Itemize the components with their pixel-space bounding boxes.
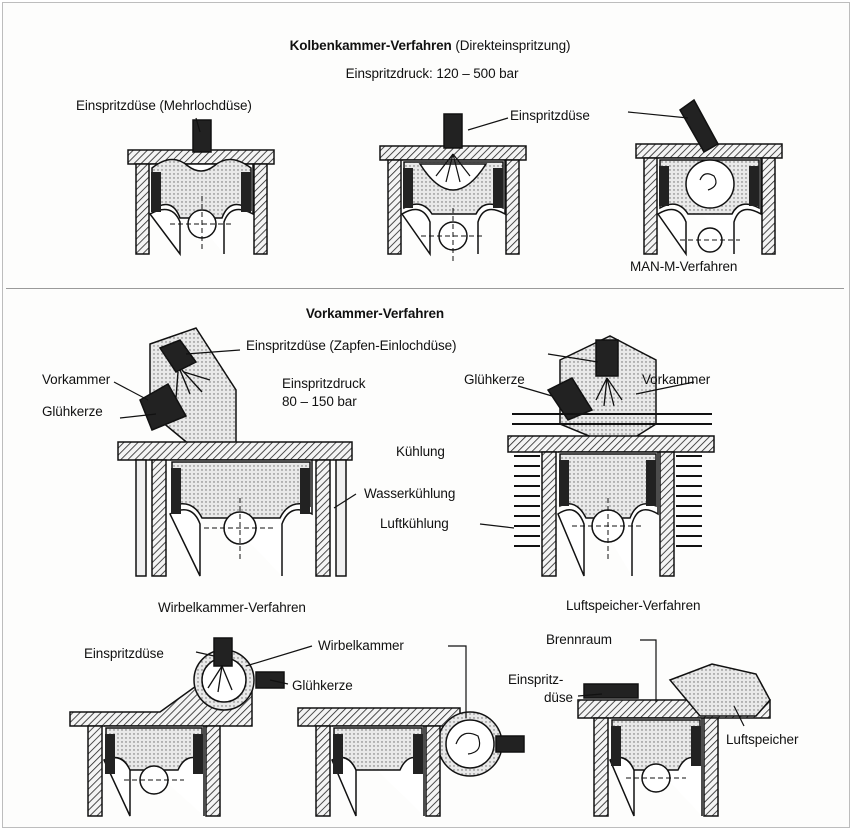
label-einspritz: Einspritz-: [508, 672, 564, 687]
leader-duese-3: [627, 111, 689, 119]
label-wasserkuehlung: Wasserkühlung: [364, 486, 456, 501]
kolben-title: Kolbenkammer-Verfahren (Direkteinspritzu…: [290, 38, 571, 54]
wirbel-title: Wirbelkammer-Verfahren: [158, 600, 306, 615]
label-vorkammer-left: Vorkammer: [42, 372, 111, 387]
leader-duese-2: [467, 117, 509, 131]
kolben-engine-3: [635, 98, 783, 257]
label-man-m-verfahren: MAN-M-Verfahren: [630, 259, 738, 274]
label-pressure-2: 80 – 150 bar: [282, 394, 357, 409]
label-pressure-1: Einspritzdruck: [282, 376, 366, 391]
leader-mehrloch: [195, 117, 201, 133]
separator-1: [6, 288, 844, 289]
luftspeicher-engine: [577, 663, 771, 817]
label-zapfen-einlochduese: Einspritzdüse (Zapfen-Einlochdüse): [246, 338, 457, 353]
kolben-engine-2: [379, 113, 527, 262]
label-mehrlochduese: Einspritzdüse (Mehrlochdüse): [76, 98, 252, 113]
label-kuehlung: Kühlung: [396, 444, 445, 459]
label-luftspeicher: Luftspeicher: [726, 732, 799, 747]
vorkammer-title: Vorkammer-Verfahren: [305, 306, 445, 321]
label-luftkuehlung: Luftkühlung: [380, 516, 449, 531]
wirbel-leader-right: [448, 645, 467, 718]
kolben-engine-1: [127, 119, 275, 257]
label-wirbel-gluehkerze: Glühkerze: [292, 678, 353, 693]
luftspeicher-title: Luftspeicher-Verfahren: [566, 598, 701, 613]
label-einspritzduese-2: Einspritzdüse: [510, 108, 590, 123]
label-gluehkerze-right: Glühkerze: [464, 372, 525, 387]
vorkammer-leaders-right: [479, 353, 695, 529]
label-wirbelkammer: Wirbelkammer: [318, 638, 404, 653]
vorkammer-engine-left: [117, 327, 353, 577]
vorkammer-engine-right: [507, 335, 715, 577]
label-duese: düse: [544, 690, 573, 705]
kolben-title-rest: (Direkteinspritzung): [455, 38, 571, 53]
label-wirbel-duese: Einspritzdüse: [84, 646, 164, 661]
wirbel-engine-right: [297, 707, 525, 817]
luftspeicher-leaders: [577, 639, 745, 727]
wirbel-leaders-left: [195, 645, 313, 685]
kolben-title-bold: Kolbenkammer-Verfahren: [289, 38, 452, 53]
kolben-pressure: Einspritzdruck: 120 – 500 bar: [345, 66, 519, 81]
label-brennraum: Brennraum: [546, 632, 612, 647]
label-gluehkerze-left: Glühkerze: [42, 404, 103, 419]
vorkammer-leaders-left: [113, 349, 357, 509]
label-vorkammer-right: Vorkammer: [642, 372, 711, 387]
